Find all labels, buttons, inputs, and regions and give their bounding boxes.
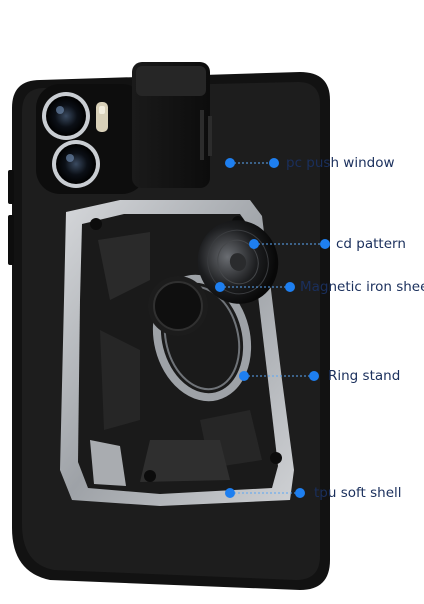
callout-dot xyxy=(269,158,279,168)
callout-dot xyxy=(239,371,249,381)
pc-push-window xyxy=(132,62,212,188)
callout-dot xyxy=(285,282,295,292)
callout-cd-pattern: cd pattern xyxy=(336,236,406,252)
callout-dot xyxy=(309,371,319,381)
callout-dot xyxy=(215,282,225,292)
flash-icon xyxy=(96,102,108,132)
callout-dot xyxy=(295,488,305,498)
callout-lines xyxy=(215,158,330,498)
callout-ring-stand: Ring stand xyxy=(328,368,401,384)
callout-dot xyxy=(225,158,235,168)
camera-module xyxy=(36,84,146,194)
callout-magnetic-iron-sheet: Magnetic iron sheet xyxy=(300,279,424,295)
ring-stand-icon xyxy=(148,220,279,402)
callout-dot xyxy=(320,239,330,249)
camera-lens-icon xyxy=(42,92,90,140)
callout-dot xyxy=(249,239,259,249)
camera-lens-icon xyxy=(52,140,100,188)
callout-tpu-soft-shell: tpu soft shell xyxy=(314,485,402,501)
callout-pc-push-window: pc push window xyxy=(286,155,395,171)
callout-dot xyxy=(225,488,235,498)
